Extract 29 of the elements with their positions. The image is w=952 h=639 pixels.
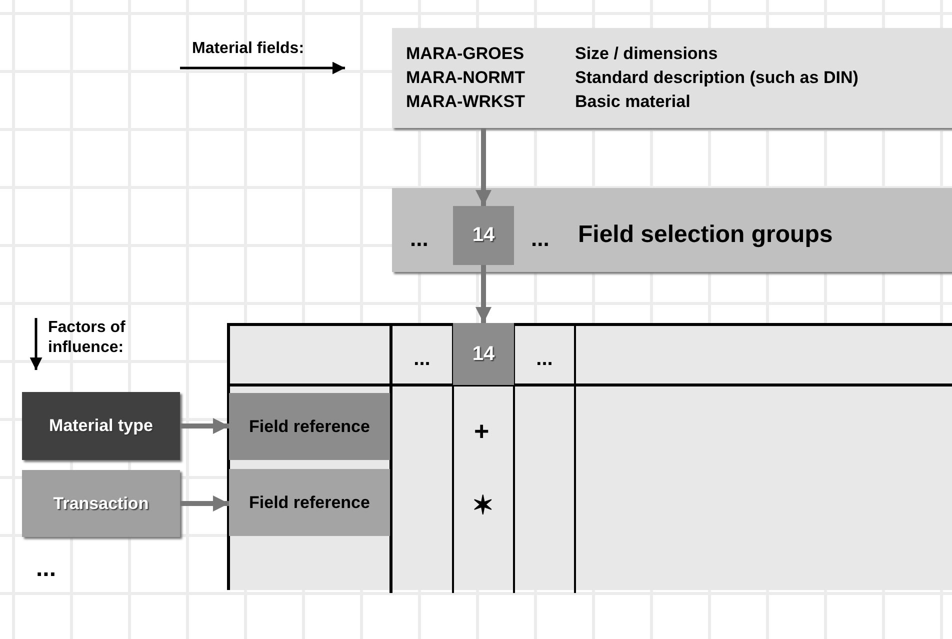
header-cell: ... [391, 323, 453, 385]
field-name: MARA-GROES [406, 44, 524, 64]
material-fields-box [392, 28, 952, 128]
header-cell: ... [514, 323, 575, 385]
band-text: ... [410, 226, 428, 252]
table-mark: + [474, 416, 490, 447]
section-label: Material fields: [192, 40, 304, 58]
arrow [476, 128, 492, 206]
group-number-box: 14 [453, 206, 514, 265]
header-cell: 14 [453, 323, 514, 385]
transaction-box: Transaction [22, 470, 180, 537]
field-name: Standard description (such as DIN) [575, 68, 858, 88]
field-selection-groups-band [392, 188, 952, 272]
continuation-dots: ... [36, 555, 56, 583]
section-label: Factors of influence: [48, 318, 126, 358]
field-name: Basic material [575, 92, 690, 112]
band-text: ... [531, 226, 550, 252]
field-reference-cell: Field reference [229, 469, 390, 536]
band-text: Field selection groups [578, 221, 833, 249]
material-type-box: Material type [22, 392, 180, 460]
arrow [180, 496, 229, 512]
table-mark: ✶ [472, 490, 494, 521]
arrow [476, 265, 492, 323]
arrow [180, 418, 229, 434]
field-selection-table [227, 323, 952, 590]
field-name: MARA-WRKST [406, 92, 525, 112]
field-reference-cell: Field reference [229, 393, 390, 460]
field-name: Size / dimensions [575, 44, 718, 64]
field-name: MARA-NORMT [406, 68, 525, 88]
